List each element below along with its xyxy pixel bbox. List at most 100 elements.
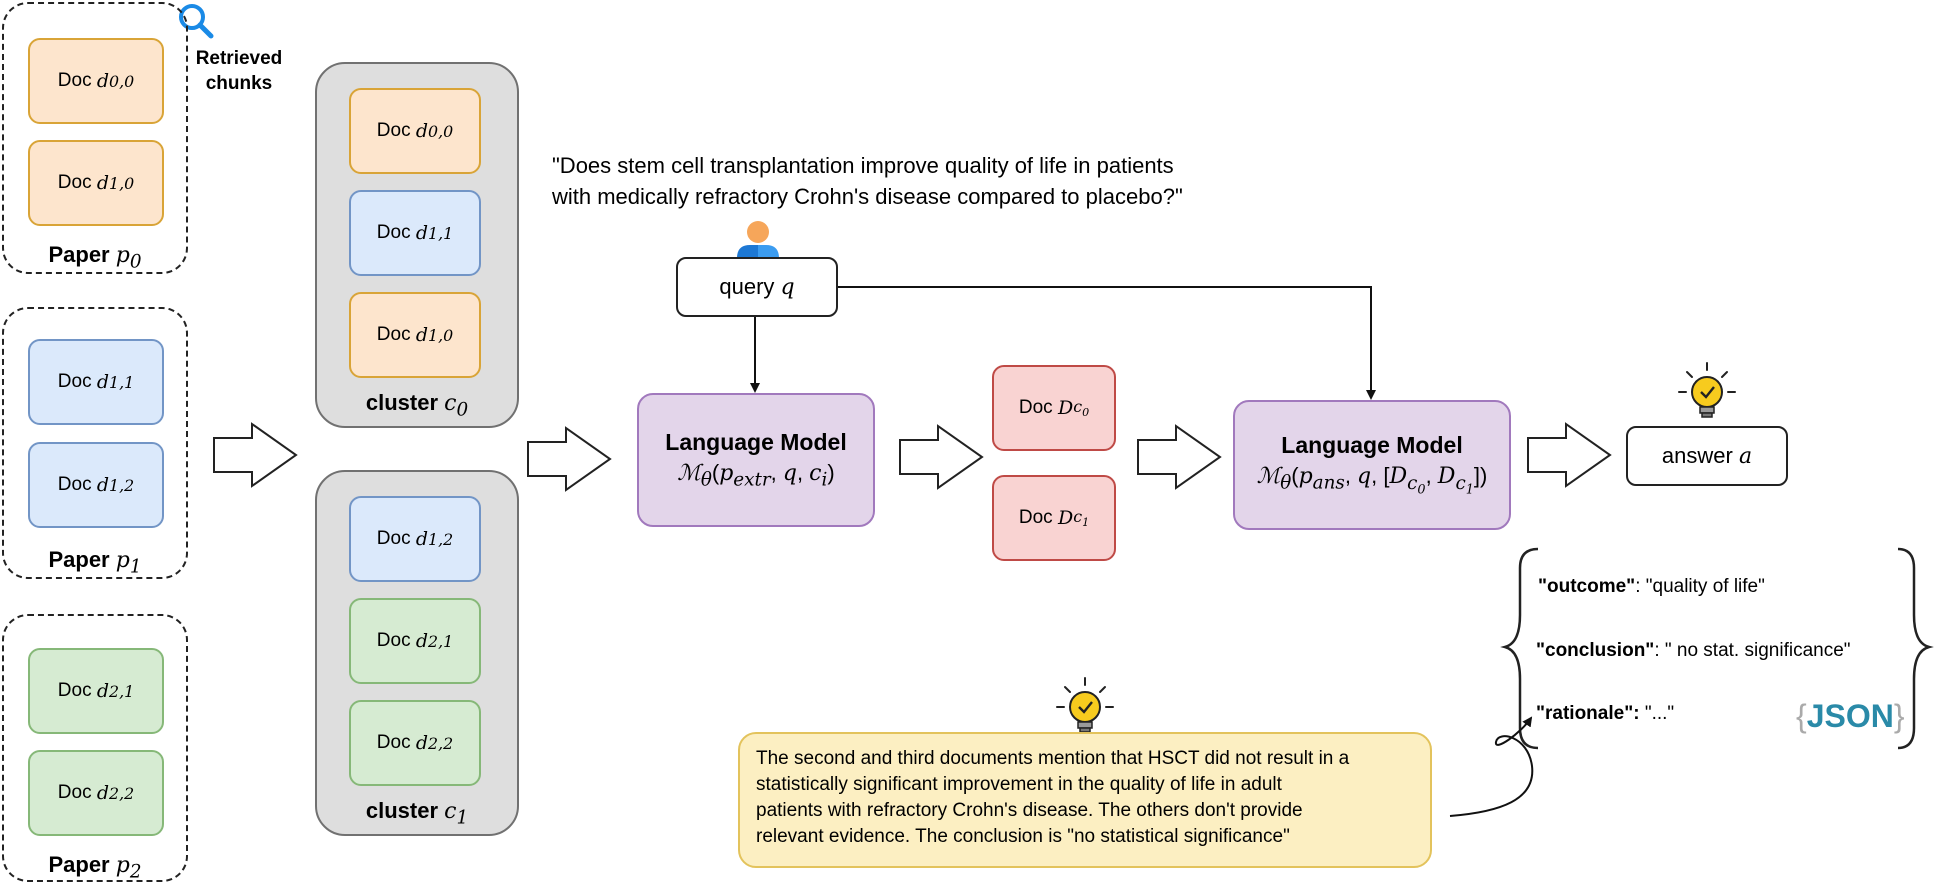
json-line-rationale: "rationale": "..." <box>1536 703 1675 724</box>
doc-label: Doc <box>57 680 92 701</box>
doc-symbol: d <box>96 172 110 194</box>
query-symbol: q <box>780 274 795 300</box>
answer-symbol: a <box>1738 443 1753 469</box>
flow-arrow-lm-to-docs <box>899 424 984 490</box>
json-line-outcome: "outcome": "quality of life" <box>1538 576 1765 597</box>
doc-subscript: 1,2 <box>428 529 454 549</box>
answer-label: answer <box>1661 443 1733 468</box>
rationale-line: relevant evidence. The conclusion is "no… <box>756 826 1290 847</box>
paper-label: Paper p1 <box>48 547 142 578</box>
lm-formula: ℳθ(pans, q, [Dc0, Dc1]) <box>1256 463 1488 498</box>
rationale-line: patients with refractory Crohn's disease… <box>756 800 1303 821</box>
doc-symbol: d <box>415 324 429 346</box>
doc-symbol: d <box>415 732 429 754</box>
language-model-answer: Language Model ℳθ(pans, q, [Dc0, Dc1]) <box>1233 400 1511 530</box>
doc-symbol: d <box>96 70 110 92</box>
doc-subscript: 0,0 <box>428 121 454 141</box>
doc-symbol: d <box>96 782 110 804</box>
doc-symbol: d <box>96 474 110 496</box>
doc-symbol: d <box>415 630 429 652</box>
doc-label: Doc <box>57 782 92 803</box>
json-line-conclusion: "conclusion": " no stat. significance" <box>1536 640 1851 661</box>
doc-label: Doc <box>57 371 92 392</box>
flow-arrow-clusters-to-lm <box>527 426 612 492</box>
query-label: query <box>719 274 775 299</box>
cluster-label: cluster c1 <box>365 798 469 829</box>
doc-label: Doc <box>376 732 411 753</box>
lightbulb-check-icon <box>1056 677 1114 733</box>
doc-label: Doc <box>57 172 92 193</box>
question-text: "Does stem cell transplantation improve … <box>552 150 1183 212</box>
flow-arrow-lm2-to-answer <box>1527 422 1612 488</box>
doc-label: Doc <box>1018 507 1053 528</box>
doc-subscript: 2,2 <box>109 783 135 803</box>
doc-subscript: 1,1 <box>428 223 454 243</box>
query-box: query q <box>676 257 838 317</box>
retrieved-chunks-label: Retrieved chunks <box>184 46 294 96</box>
question-line: "Does stem cell transplantation improve … <box>552 153 1174 178</box>
lm-formula: ℳθ(pextr, q, ci) <box>677 460 835 491</box>
doc-label: Doc <box>376 324 411 345</box>
doc-label: Doc <box>57 474 92 495</box>
doc-label: Doc <box>376 630 411 651</box>
rationale-line: statistically significant improvement in… <box>756 774 1282 795</box>
doc-symbol: d <box>415 528 429 550</box>
doc-subscript: 2,1 <box>428 631 454 651</box>
json-open-brace <box>1500 547 1539 750</box>
rationale-line: The second and third documents mention t… <box>756 748 1350 769</box>
doc-subscript: 1,1 <box>109 372 135 392</box>
question-line: with medically refractory Crohn's diseas… <box>552 184 1183 209</box>
doc-label: Doc <box>376 528 411 549</box>
doc-subscript: 1,0 <box>109 173 135 193</box>
doc-label: Doc <box>376 222 411 243</box>
answer-box: answer a <box>1626 426 1788 486</box>
doc-subscript: 0,0 <box>109 71 135 91</box>
query-to-lm2-arrow <box>837 286 1376 400</box>
rationale-to-json-arrow <box>1449 716 1534 817</box>
doc-symbol: d <box>96 371 110 393</box>
paper-label: Paper p2 <box>48 852 142 883</box>
retrieved-label-line: chunks <box>205 73 273 94</box>
doc-subscript: 1,2 <box>109 475 135 495</box>
flow-arrow-papers-to-clusters <box>213 422 298 488</box>
json-close-brace <box>1897 547 1934 750</box>
doc-label: Doc <box>1018 397 1053 418</box>
doc-symbol: D <box>1057 507 1074 529</box>
doc-symbol: D <box>1057 397 1074 419</box>
doc-label: Doc <box>57 70 92 91</box>
doc-symbol: d <box>96 680 110 702</box>
lm-title: Language Model <box>1281 432 1463 459</box>
flow-arrow-docs-to-lm2 <box>1137 424 1222 490</box>
doc-subscript: 2,2 <box>428 733 454 753</box>
doc-symbol: d <box>415 120 429 142</box>
doc-label: Doc <box>376 120 411 141</box>
cluster-label: cluster c0 <box>365 390 469 421</box>
language-model-extraction: Language Model ℳθ(pextr, q, ci) <box>637 393 875 527</box>
lm-title: Language Model <box>665 429 847 456</box>
doc-subscript: 1,0 <box>428 325 454 345</box>
retrieved-label-line: Retrieved <box>195 48 283 69</box>
rationale-box: The second and third documents mention t… <box>738 732 1432 868</box>
json-badge: {JSON} <box>1796 698 1905 734</box>
doc-subscript: 2,1 <box>109 681 135 701</box>
